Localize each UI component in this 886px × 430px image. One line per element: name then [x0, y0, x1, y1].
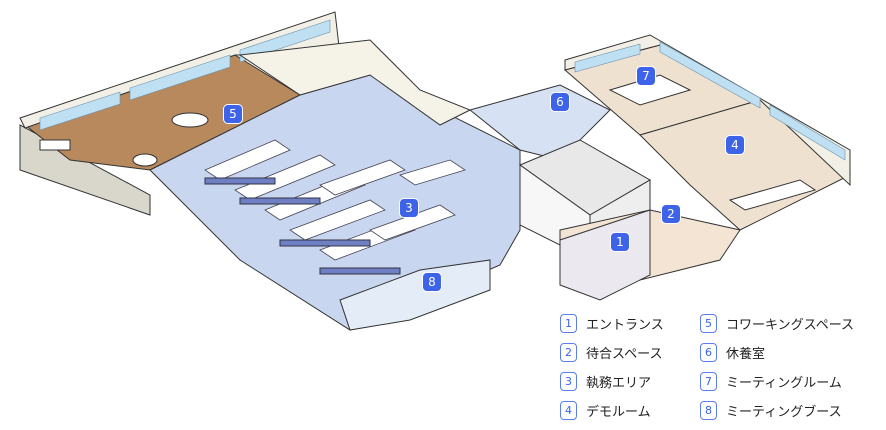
legend-item-demo-room: 4 デモルーム [560, 401, 651, 420]
legend-number: 4 [560, 401, 577, 420]
legend-label: コワーキングスペース [726, 318, 855, 333]
meeting-booth [339, 259, 491, 331]
rest-room-floor [468, 84, 611, 161]
legend-number: 2 [560, 343, 577, 362]
office-partitions [204, 177, 401, 275]
legend-item-meeting-room: 7 ミーティングルーム [700, 372, 842, 391]
demo-room-desks [728, 179, 817, 211]
legend-number: 8 [700, 401, 717, 420]
legend-number: 5 [700, 314, 717, 333]
legend-number: 6 [700, 343, 717, 362]
legend-item-rest-room: 6 休養室 [700, 343, 765, 362]
area-marker-3[interactable]: 3 [400, 199, 418, 217]
legend-item-waiting: 2 待合スペース [560, 343, 662, 362]
legend-number: 1 [560, 314, 577, 333]
entrance-wall [559, 209, 651, 301]
area-marker-5[interactable]: 5 [224, 105, 242, 123]
legend-number: 3 [560, 372, 577, 391]
legend-item-entrance: 1 エントランス [560, 314, 664, 333]
legend-label: 休養室 [726, 347, 766, 362]
legend-label: エントランス [586, 318, 664, 333]
legend-item-work-area: 3 執務エリア [560, 372, 651, 391]
legend-label: デモルーム [586, 405, 651, 420]
area-marker-2[interactable]: 2 [662, 205, 680, 223]
legend-item-coworking: 5 コワーキングスペース [700, 314, 854, 333]
area-marker-4[interactable]: 4 [726, 136, 744, 154]
legend-label: ミーティングブース [726, 405, 842, 420]
legend-label: ミーティングルーム [726, 376, 842, 391]
windows-left [39, 19, 331, 131]
area-marker-7[interactable]: 7 [637, 67, 655, 85]
upper-rooms-wall [238, 39, 472, 126]
legend-item-meeting-booth: 8 ミーティングブース [700, 401, 842, 420]
area-marker-6[interactable]: 6 [551, 93, 569, 111]
legend-number: 7 [700, 372, 717, 391]
area-marker-1[interactable]: 1 [611, 233, 629, 251]
legend-label: 執務エリア [586, 376, 652, 391]
legend-label: 待合スペース [586, 347, 663, 362]
coworking-tables [39, 112, 209, 167]
windows-right [574, 41, 846, 161]
area-marker-8[interactable]: 8 [423, 273, 441, 291]
